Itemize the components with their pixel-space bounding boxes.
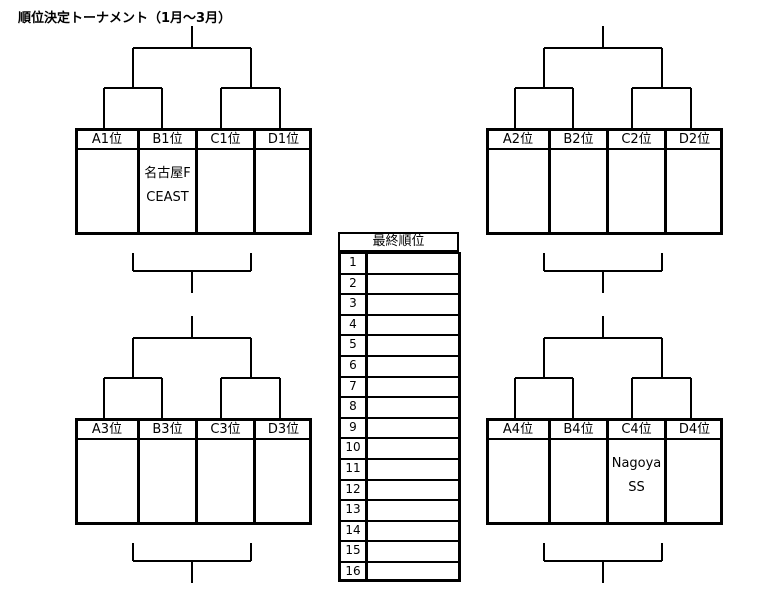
slot-label: D4位 — [678, 422, 711, 437]
final-rank-row: 16 — [338, 561, 461, 582]
rank-number: 11 — [341, 460, 368, 479]
final-rank-row: 8 — [338, 396, 461, 417]
rank-number: 7 — [341, 377, 368, 397]
qualifier-slot: D4位 — [664, 421, 722, 522]
rank-number: 13 — [341, 501, 368, 520]
final-rank-row: 15 — [338, 540, 461, 561]
slot-label: A1位 — [91, 132, 123, 147]
final-rank-row: 9 — [338, 416, 461, 438]
qualifier-slot: C3位 — [195, 421, 253, 522]
slot-label: D2位 — [678, 132, 711, 147]
qualifier-slot: B1位名古屋F CEAST — [137, 131, 195, 232]
slot-label: D3位 — [267, 422, 300, 437]
qualifier-slot: A4位 — [489, 421, 547, 522]
qualifier-slot: A2位 — [489, 131, 547, 232]
slot-label: B4位 — [563, 422, 594, 437]
slot-team: 名古屋F CEAST — [140, 162, 195, 210]
slot-label: C3位 — [210, 422, 241, 437]
team-name-line: 名古屋F — [144, 166, 191, 181]
final-rank-row: 6 — [338, 355, 461, 376]
rank-number: 12 — [341, 480, 368, 500]
slot-label: B2位 — [563, 132, 594, 147]
qualifier-slot: B4位 — [548, 421, 606, 522]
rank-number: 9 — [341, 418, 368, 438]
qualifier-block-1: A1位 B1位名古屋F CEAST C1位 D1位 — [75, 128, 312, 235]
page-title: 順位決定トーナメント（1月〜3月） — [18, 11, 232, 26]
qualifier-slot: D1位 — [253, 131, 311, 232]
slot-label: A4位 — [502, 422, 534, 437]
final-rank-row: 1 — [338, 252, 461, 273]
final-rank-row: 7 — [338, 375, 461, 397]
qualifier-slot: D2位 — [664, 131, 722, 232]
rank-number: 15 — [341, 542, 368, 561]
final-rank-row: 4 — [338, 313, 461, 335]
final-rank-row: 3 — [338, 293, 461, 314]
qualifier-block-2: A2位 B2位 C2位 D2位 — [486, 128, 723, 235]
qualifier-slot: A1位 — [78, 131, 136, 232]
qualifier-header-row — [489, 131, 720, 150]
team-name-line: Nagoya — [611, 456, 662, 471]
slot-label: B3位 — [152, 422, 183, 437]
slot-label: C4位 — [621, 422, 652, 437]
qualifier-slot: B3位 — [137, 421, 195, 522]
rank-number: 1 — [341, 254, 368, 273]
qualifier-header-row — [78, 131, 309, 150]
qualifier-slot: C2位 — [606, 131, 664, 232]
slot-label: D1位 — [267, 132, 300, 147]
qualifier-slot: D3位 — [253, 421, 311, 522]
rank-number: 3 — [341, 295, 368, 314]
rank-number: 14 — [341, 521, 368, 541]
qualifier-header-row — [78, 421, 309, 440]
final-rank-row: 13 — [338, 499, 461, 520]
qualifier-block-3: A3位 B3位 C3位 D3位 — [75, 418, 312, 525]
team-name-line: SS — [628, 480, 645, 495]
final-ranking-header: 最終順位 — [338, 232, 459, 252]
slot-label: A3位 — [91, 422, 123, 437]
rank-number: 8 — [341, 398, 368, 417]
slot-label: B1位 — [152, 132, 183, 147]
slot-label: C2位 — [621, 132, 652, 147]
rank-number: 16 — [341, 563, 368, 579]
final-rank-row: 14 — [338, 519, 461, 541]
qualifier-slot: A3位 — [78, 421, 136, 522]
final-rank-row: 10 — [338, 437, 461, 458]
slot-label: C1位 — [210, 132, 241, 147]
rank-number: 10 — [341, 439, 368, 458]
slot-label: A2位 — [502, 132, 534, 147]
rank-number: 5 — [341, 336, 368, 355]
final-rank-row: 11 — [338, 458, 461, 479]
rank-number: 6 — [341, 357, 368, 376]
team-name-line: CEAST — [146, 190, 189, 205]
rank-number: 2 — [341, 274, 368, 294]
rank-number: 4 — [341, 315, 368, 335]
final-rank-row: 12 — [338, 478, 461, 500]
final-rank-row: 2 — [338, 272, 461, 294]
qualifier-header-row — [489, 421, 720, 440]
final-rank-row: 5 — [338, 334, 461, 355]
qualifier-slot: B2位 — [548, 131, 606, 232]
qualifier-slot: C1位 — [195, 131, 253, 232]
